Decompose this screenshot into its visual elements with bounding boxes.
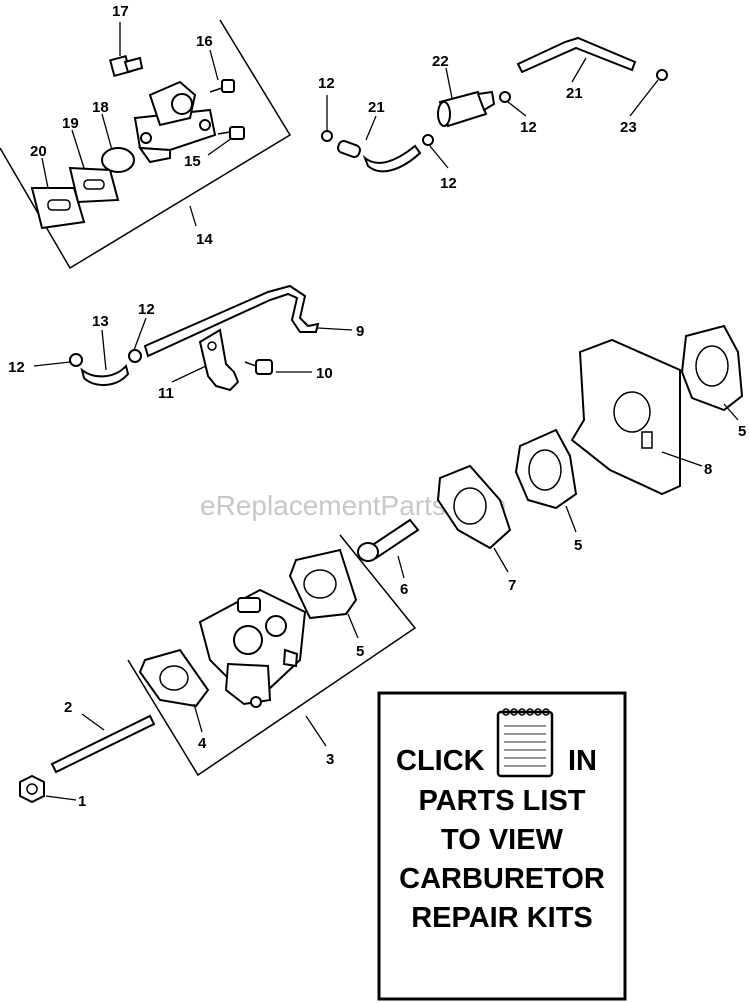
carburetor-body[interactable] [198, 588, 307, 708]
callout-15[interactable]: 15 [184, 153, 201, 170]
callout-1[interactable]: 1 [78, 793, 86, 810]
stud-2[interactable] [50, 714, 156, 774]
callout-9[interactable]: 9 [356, 323, 364, 340]
callout-21-b[interactable]: 21 [566, 85, 583, 102]
in-text: IN [568, 745, 597, 777]
gasket-5b[interactable] [514, 428, 578, 510]
callout-16[interactable]: 16 [196, 33, 213, 50]
fuel-line-9[interactable] [143, 284, 320, 358]
callout-18[interactable]: 18 [92, 99, 109, 116]
callout-21-a[interactable]: 21 [368, 99, 385, 116]
repair-kit-notice[interactable]: CLICK IN PARTS LIST TO VIEW CARBURETOR R… [377, 691, 627, 1001]
callout-12-b[interactable]: 12 [520, 119, 537, 136]
fuel-hose-13[interactable] [80, 363, 130, 386]
spacer-7[interactable] [436, 464, 512, 550]
callout-12-d[interactable]: 12 [138, 301, 155, 318]
line-clamp-11[interactable] [198, 328, 240, 392]
callout-13[interactable]: 13 [92, 313, 109, 330]
callout-5-b[interactable]: 5 [574, 537, 582, 554]
hose-clamp-12e[interactable] [128, 349, 142, 363]
callout-4[interactable]: 4 [198, 735, 207, 752]
callout-19[interactable]: 19 [62, 115, 79, 132]
repair-kits-text: REPAIR KITS [411, 902, 593, 934]
carburetor-group [127, 534, 417, 777]
callout-23[interactable]: 23 [620, 119, 637, 136]
heat-shield-8[interactable] [570, 338, 681, 496]
callout-6[interactable]: 6 [400, 581, 408, 598]
callout-14[interactable]: 14 [196, 231, 213, 248]
callout-7[interactable]: 7 [508, 577, 516, 594]
fuel-pump-group [0, 19, 292, 270]
fuel-pump-body[interactable] [133, 80, 217, 164]
carburetor-text: CARBURETOR [399, 863, 605, 895]
callout-2[interactable]: 2 [64, 699, 72, 716]
fuel-hose-21b[interactable] [362, 144, 422, 173]
callout-12-e[interactable]: 12 [8, 359, 25, 376]
screw-16[interactable] [209, 79, 235, 93]
leader-lines [33, 22, 739, 801]
callout-5-c[interactable]: 5 [738, 423, 746, 440]
notepad-icon[interactable] [496, 708, 554, 778]
fuel-pump-gasket-20[interactable] [30, 187, 86, 230]
callout-11[interactable]: 11 [158, 385, 174, 402]
callout-8[interactable]: 8 [704, 461, 712, 478]
carburetor-gasket-5a[interactable] [288, 548, 358, 620]
screw-10[interactable] [244, 359, 273, 375]
callout-labels: 17 16 20 19 18 15 14 12 21 22 12 21 12 2… [8, 3, 746, 810]
callout-20[interactable]: 20 [30, 143, 47, 160]
to-view-text: TO VIEW [441, 824, 564, 856]
callout-17[interactable]: 17 [112, 3, 129, 20]
callout-12-a[interactable]: 12 [318, 75, 335, 92]
hose-clamp-12b[interactable] [422, 134, 434, 146]
fuel-pump-diaphragm-18[interactable] [101, 147, 135, 173]
click-text: CLICK [396, 745, 485, 777]
hose-clamp-12c[interactable] [499, 91, 511, 103]
screw-6[interactable] [357, 518, 420, 562]
hose-clamp-12d[interactable] [69, 353, 83, 367]
elbow-fitting-17[interactable] [108, 54, 144, 78]
callout-12-c[interactable]: 12 [440, 175, 457, 192]
nut-1[interactable] [19, 774, 45, 804]
parts-list-text: PARTS LIST [418, 785, 585, 817]
hose-clamp-23[interactable] [656, 69, 668, 81]
hose-clamp-12a[interactable] [321, 130, 333, 142]
fuel-hose-21a[interactable] [337, 140, 362, 159]
callout-22[interactable]: 22 [432, 53, 449, 70]
fuel-filter-22[interactable] [437, 90, 496, 128]
fuel-hose-21c[interactable] [516, 36, 637, 74]
carburetor-gasket-4[interactable] [138, 648, 210, 708]
fuel-pump-bracket-outline [0, 19, 292, 270]
carburetor-bracket-outline [127, 534, 417, 777]
upper-fuel-line-group [321, 36, 668, 173]
callout-3[interactable]: 3 [326, 751, 334, 768]
fuel-line-group [69, 284, 320, 392]
screw-15[interactable] [217, 126, 245, 140]
fuel-pump-plate-19[interactable] [68, 166, 120, 204]
callout-10[interactable]: 10 [316, 365, 333, 382]
gasket-5c[interactable] [680, 324, 744, 412]
callout-5-a[interactable]: 5 [356, 643, 364, 660]
